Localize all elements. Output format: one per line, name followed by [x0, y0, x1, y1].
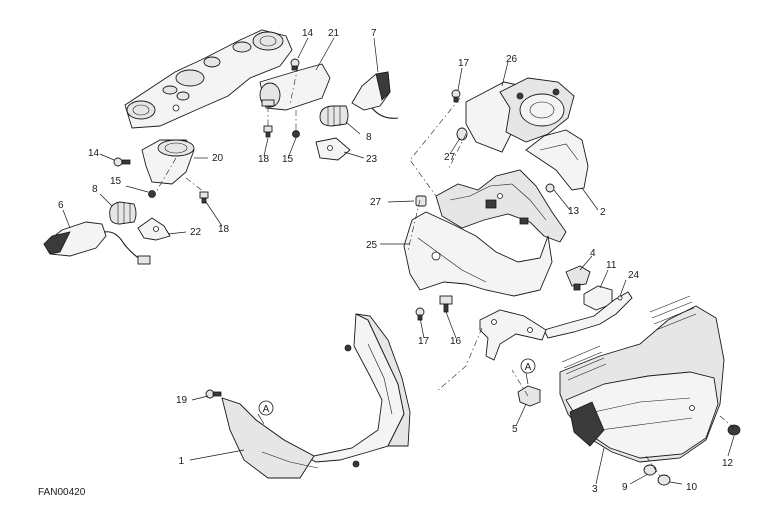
callout-14-top: 14 [302, 28, 314, 39]
screw-19 [205, 389, 222, 399]
turn-signal-grommet-8-left [109, 201, 137, 225]
callout-22: 22 [190, 227, 202, 238]
headlight-assembly [559, 295, 725, 463]
screw-15-top [292, 130, 300, 138]
instrument-cover-2 [525, 129, 589, 191]
callout-25: 25 [366, 240, 378, 251]
callout-23: 23 [366, 154, 378, 165]
svg-text:A: A [263, 404, 270, 415]
callout-17-top: 17 [458, 58, 470, 69]
reference-marker-a-left: A [257, 400, 274, 425]
reference-marker-a-right: A [520, 358, 536, 385]
callout-12: 12 [722, 458, 734, 469]
callout-3: 3 [592, 484, 598, 495]
bracket-23 [315, 137, 351, 161]
instrument-cluster [465, 77, 575, 153]
callout-26: 26 [506, 54, 518, 65]
clip-5 [517, 385, 541, 407]
callout-8-right: 8 [366, 132, 372, 143]
leader-lines [62, 37, 735, 485]
callout-15-left: 15 [110, 176, 122, 187]
callout-5: 5 [512, 424, 518, 435]
diagram-code: FAN00420 [38, 487, 86, 498]
callout-17-bottom: 17 [418, 336, 430, 347]
bracket-22 [137, 217, 171, 241]
turn-signal-grommet-8-right [319, 105, 349, 127]
callout-8-left: 8 [92, 184, 98, 195]
grommet-12 [727, 424, 741, 436]
screw-17-bottom [415, 307, 425, 321]
heat-sink-fins [561, 295, 697, 381]
callout-19: 19 [176, 395, 188, 406]
front-fairing-1 [221, 313, 411, 479]
callout-6: 6 [58, 200, 64, 211]
callout-4: 4 [590, 248, 596, 259]
left-turn-signal [43, 221, 151, 265]
screw-15-left [148, 190, 156, 198]
handlebar-clamp-20 [141, 139, 195, 185]
upper-triple-clamp [124, 29, 293, 129]
screw-13 [545, 183, 555, 193]
nut-10 [657, 474, 671, 486]
headlight-support-frame [435, 169, 567, 243]
callout-14-left: 14 [88, 148, 100, 159]
callout-16: 16 [450, 336, 462, 347]
screw-18-top [263, 125, 273, 138]
screw-18-left [199, 191, 209, 204]
callout-18-top: 18 [258, 154, 270, 165]
callout-11: 11 [606, 260, 617, 271]
svg-text:A: A [525, 362, 532, 373]
callout-15-top: 15 [282, 154, 294, 165]
callout-1: 1 [178, 456, 184, 467]
right-turn-signal [351, 71, 399, 119]
callout-20: 20 [212, 153, 224, 164]
screw-14-top [290, 58, 300, 71]
sensor-4 [565, 265, 591, 291]
front-fairing-cover-25 [403, 211, 553, 297]
callout-21: 21 [328, 28, 340, 39]
screw-14-left [113, 157, 131, 167]
callout-labels: 1 2 3 4 5 6 7 8 8 9 10 11 12 13 14 14 15… [58, 28, 734, 495]
callout-27-middle: 27 [370, 197, 382, 208]
mounting-bracket [479, 309, 547, 361]
screw-16 [439, 295, 453, 313]
callout-27-top: 27 [444, 152, 456, 163]
callout-2: 2 [600, 207, 606, 218]
callout-24: 24 [628, 270, 640, 281]
callout-18-left: 18 [218, 224, 230, 235]
grommet-9 [643, 464, 657, 476]
callout-10: 10 [686, 482, 698, 493]
assembly-centerlines [155, 65, 735, 477]
callout-9: 9 [622, 482, 628, 493]
screw-17-top [451, 89, 461, 103]
handlebar-clamp-21 [259, 63, 331, 111]
grommet-27-top [456, 127, 468, 141]
callout-13: 13 [568, 206, 580, 217]
callout-7: 7 [371, 28, 377, 39]
grommet-27-middle [415, 195, 427, 207]
